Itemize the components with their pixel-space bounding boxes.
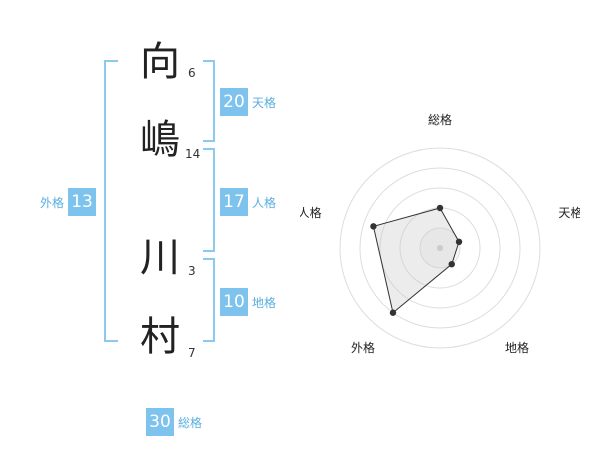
radar-axis-label-5: 人格: [300, 205, 322, 220]
gaikaku-badge: 外格 13: [40, 188, 97, 216]
tenkaku-badge: 20 天格: [220, 88, 276, 116]
stroke-count-3: 3: [188, 264, 196, 278]
chikaku-label: 地格: [252, 295, 277, 310]
soukaku-badge: 30 総格: [146, 408, 202, 436]
name-char-4: 村: [140, 314, 180, 360]
jinkaku-label: 人格: [252, 195, 277, 210]
chikaku-badge: 10 地格: [220, 288, 276, 316]
chikaku-bracket: [203, 258, 215, 342]
radar-point-4: [389, 309, 397, 316]
radar-axis-label-4: 外格: [351, 340, 375, 355]
name-char-1: 向: [140, 39, 180, 85]
stroke-count-4: 7: [188, 346, 196, 360]
tenkaku-bracket: [203, 60, 215, 142]
jinkaku-bracket: [203, 148, 215, 252]
jinkaku-value: 17: [220, 188, 248, 216]
radar-axis-label-1: 総格: [428, 112, 452, 127]
radar-series-area: [372, 207, 460, 314]
gaikaku-label: 外格: [40, 195, 65, 210]
radar-point-1: [436, 204, 444, 212]
name-char-2: 嶋: [140, 117, 180, 163]
radar-point-2: [455, 238, 463, 246]
tenkaku-label: 天格: [252, 95, 277, 110]
soukaku-label: 総格: [178, 415, 203, 430]
jinkaku-badge: 17 人格: [220, 188, 276, 216]
radar-center: [437, 245, 443, 251]
name-char-3: 川: [140, 235, 180, 281]
radar-point-5: [370, 223, 377, 230]
soukaku-value: 30: [146, 408, 174, 436]
gaikaku-bracket: [104, 60, 118, 342]
stroke-count-2: 14: [185, 147, 201, 161]
gaikaku-value: 13: [68, 188, 97, 216]
chikaku-value: 10: [220, 288, 248, 316]
tenkaku-value: 20: [220, 88, 248, 116]
radar-axis-label-2: 天格: [558, 205, 580, 220]
radar-axis-label-3: 地格: [505, 340, 529, 355]
radar-point-3: [448, 260, 455, 268]
stroke-count-1: 6: [188, 66, 196, 80]
